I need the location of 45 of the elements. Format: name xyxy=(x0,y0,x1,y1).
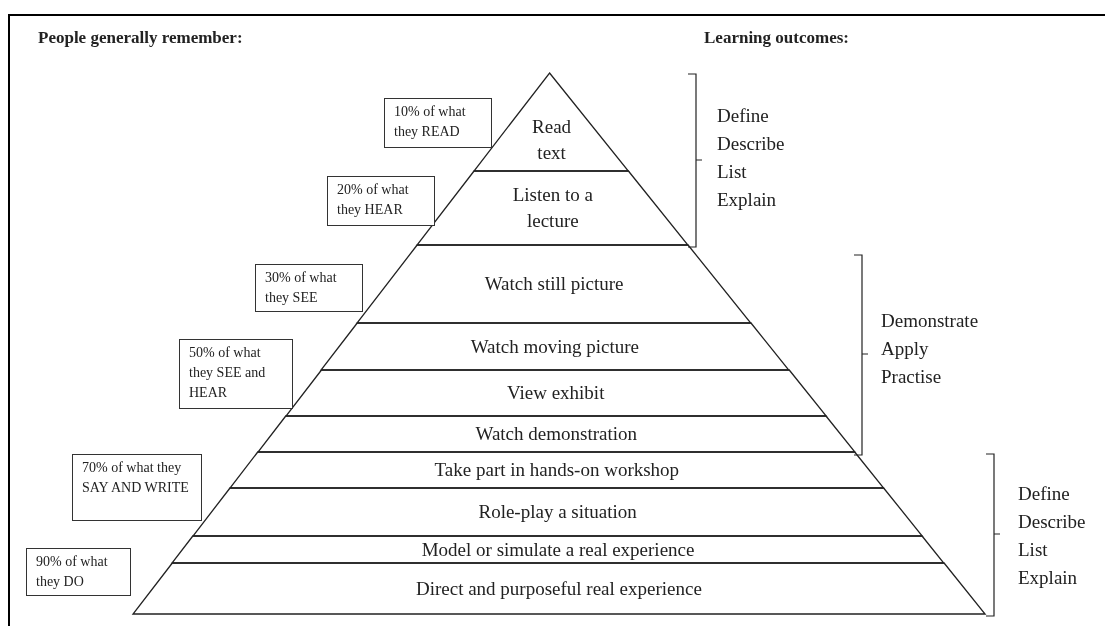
percentage-box xyxy=(327,176,435,226)
pyramid-layer xyxy=(193,488,923,536)
outcome-word: Demonstrate xyxy=(881,309,979,333)
layer-text: Watch moving picture xyxy=(470,334,640,359)
percentage-text: 20% of what they HEAR xyxy=(337,181,410,219)
outcome-word: Describe xyxy=(1018,510,1086,534)
percentage-box xyxy=(26,548,131,596)
pyramid-layer xyxy=(321,323,789,370)
layer-text: Model or simulate a real experience xyxy=(421,537,695,562)
percentage-box xyxy=(72,454,202,521)
outcome-word: List xyxy=(1018,538,1048,562)
percentage-box xyxy=(255,264,363,312)
outcome-word: List xyxy=(717,160,747,184)
percentage-box xyxy=(384,98,492,148)
layer-text: Read text xyxy=(531,115,573,165)
pyramid-layer xyxy=(417,171,689,245)
outcome-word: Define xyxy=(717,104,769,128)
layer-text: View exhibit xyxy=(506,381,605,405)
column-heading: People generally remember: xyxy=(38,27,243,49)
percentage-text: 70% of what they SAY AND WRITE xyxy=(82,459,190,497)
layer-text: Take part in hands-on workshop xyxy=(434,458,680,482)
outcome-word: Explain xyxy=(717,188,777,212)
outcome-word: Practise xyxy=(881,365,942,389)
layer-text: Role-play a situation xyxy=(478,500,637,524)
layer-text: Listen to a lecture xyxy=(511,183,594,233)
layer-text: Watch demonstration xyxy=(475,422,637,446)
layer-text: Direct and purposeful real experience xyxy=(415,576,702,601)
layer-text: Watch still picture xyxy=(484,272,624,296)
outcome-word: Apply xyxy=(881,337,929,361)
outcome-word: Explain xyxy=(1018,566,1078,590)
pyramid-layer xyxy=(230,452,884,488)
percentage-text: 10% of what they READ xyxy=(394,103,467,141)
outcome-word: Define xyxy=(1018,482,1070,506)
outcome-word: Describe xyxy=(717,132,785,156)
pyramid-layer xyxy=(257,416,855,452)
pyramid-layer xyxy=(132,563,985,614)
pyramid-layer xyxy=(474,73,629,171)
percentage-text: 50% of what they SEE and HEAR xyxy=(189,344,267,402)
percentage-text: 30% of what they SEE xyxy=(265,269,338,307)
pyramid-layer xyxy=(172,536,944,563)
pyramid-layer xyxy=(285,370,826,416)
percentage-box xyxy=(179,339,293,409)
column-heading: Learning outcomes: xyxy=(704,27,849,49)
percentage-text: 90% of what they DO xyxy=(36,553,109,591)
pyramid-layer xyxy=(357,245,751,323)
